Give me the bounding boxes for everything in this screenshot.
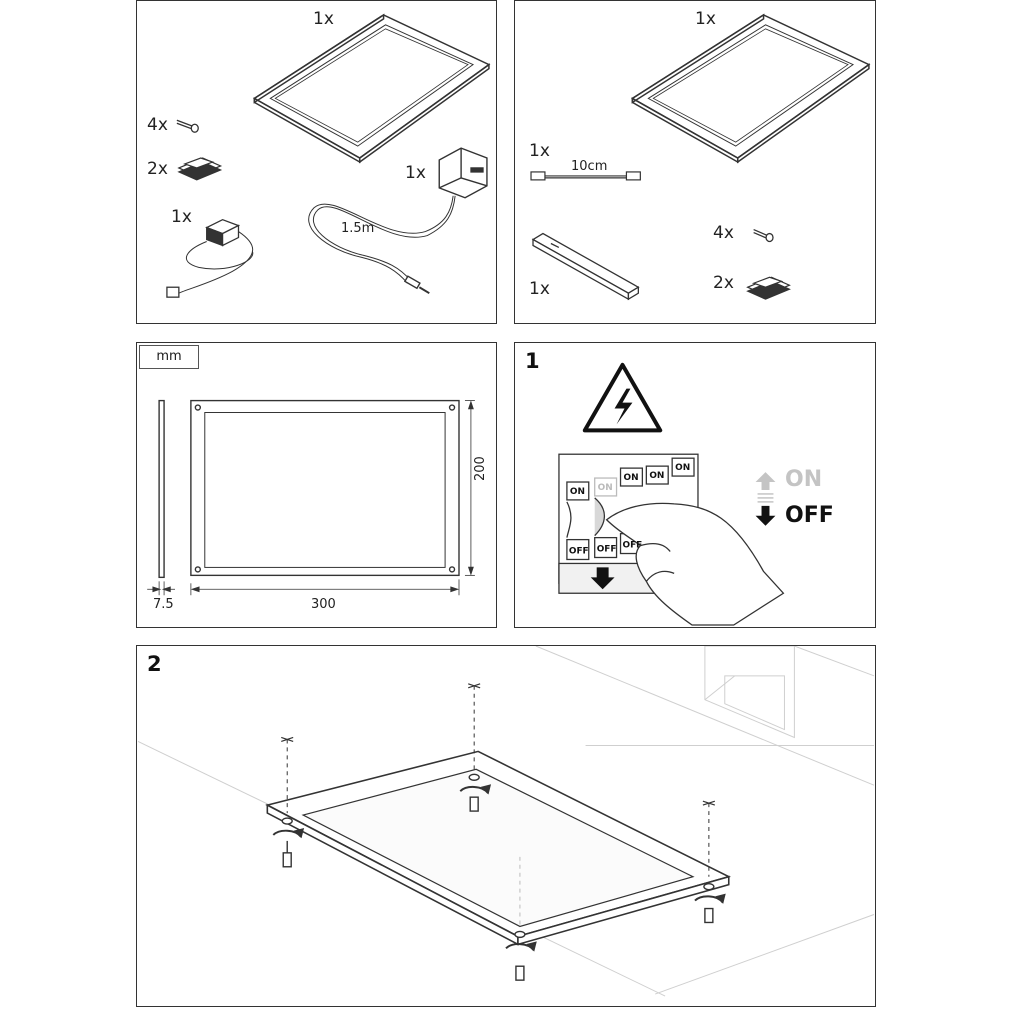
mount-hole <box>194 404 202 411</box>
screw-qty-label: 4x <box>147 115 168 135</box>
adapter-qty-label: 1x <box>405 163 426 183</box>
kit-contents-panel-b: 1x 1x 10cm 1x 4x 2x <box>514 0 876 324</box>
step-1-illustration: ON ON ON ON ON OFF OFF OFF <box>558 362 785 626</box>
breaker-on-label: ON <box>624 473 639 483</box>
kit-contents-panel-a: 1x 4x 2x 1x 1x 1.5m <box>136 0 497 324</box>
cable-qty-label: 1x <box>529 141 550 161</box>
driver-qty-label: 1x <box>171 207 192 227</box>
breaker-off-label: OFF <box>597 545 617 555</box>
hand-drawing <box>605 502 785 626</box>
step-1-panel: 1 <box>514 342 876 628</box>
electrical-warning-icon <box>582 362 663 433</box>
step-2-illustration <box>137 646 875 997</box>
pad-qty-label: 2x <box>713 273 734 293</box>
step-2-number: 2 <box>147 652 162 676</box>
adhesive-pads-drawing <box>177 157 223 181</box>
kit-a-illustration <box>166 13 491 298</box>
bar-qty-label: 1x <box>529 279 550 299</box>
breaker-on-label: ON <box>675 463 690 473</box>
pad-qty-label: 2x <box>147 159 168 179</box>
height-value: 200 <box>473 456 488 481</box>
breaker-on-label: ON <box>598 483 613 493</box>
led-panel-drawing <box>252 13 491 164</box>
breaker-off-label: OFF <box>569 547 589 557</box>
up-arrow-icon <box>755 472 776 490</box>
step-2-panel: 2 <box>136 645 876 1007</box>
unit-label: mm <box>139 345 199 369</box>
led-panel-drawing <box>630 13 871 164</box>
panel-light-area <box>204 412 446 568</box>
thickness-value: 7.5 <box>153 597 174 612</box>
screw-with-rotation <box>272 773 726 981</box>
arrow-dashes <box>757 493 774 503</box>
room-background <box>137 646 875 997</box>
screw-drawing <box>753 228 774 243</box>
width-value: 300 <box>311 597 336 612</box>
led-panel-perspective <box>265 750 731 946</box>
mount-hole <box>448 404 456 411</box>
kit-b-illustration <box>530 13 871 301</box>
screw-drawing <box>176 119 199 133</box>
dimensions-panel: mm <box>136 342 497 628</box>
panel-qty-label: 1x <box>695 9 716 29</box>
mount-hole <box>194 566 202 573</box>
power-adapter-drawing <box>308 147 488 295</box>
side-profile <box>158 399 165 579</box>
step-1-number: 1 <box>525 349 540 373</box>
connector-cable-drawing <box>530 171 641 181</box>
screw-qty-label: 4x <box>713 223 734 243</box>
cable-length-label: 1.5m <box>341 221 375 236</box>
breaker-off-label: OFF <box>623 541 643 551</box>
on-label: ON <box>785 467 823 492</box>
adhesive-pads-drawing <box>746 276 791 300</box>
cable-length-label: 10cm <box>571 159 608 174</box>
drill-guide-lines <box>286 685 710 927</box>
breaker-on-label: ON <box>649 471 664 481</box>
breaker-on-label: ON <box>570 487 585 497</box>
down-arrow-icon <box>755 505 776 526</box>
panel-front-outline <box>190 399 460 577</box>
mounting-bar-drawing <box>531 232 640 301</box>
drill-marks <box>281 683 716 806</box>
panel-qty-label: 1x <box>313 9 334 29</box>
mount-hole <box>448 566 456 573</box>
off-label: OFF <box>785 503 834 528</box>
driver-drawing <box>166 218 254 298</box>
dimension-drawing <box>147 399 475 596</box>
